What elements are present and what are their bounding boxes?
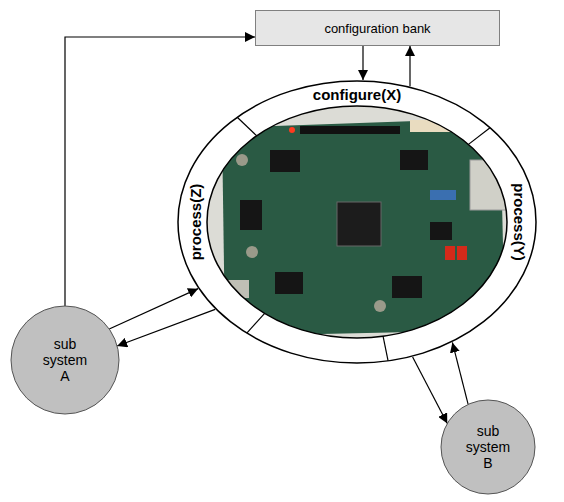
- chip: [275, 272, 303, 294]
- seven-segment-display: [457, 246, 467, 260]
- arrow-connector: [409, 46, 410, 86]
- arrow-connector: [117, 309, 215, 346]
- outer-ellipse: [178, 81, 536, 363]
- photo-group: [200, 100, 520, 345]
- capacitor: [236, 154, 248, 166]
- band-slot: process(Y): [510, 183, 527, 261]
- arrow-connector: [452, 342, 468, 404]
- arrow-connector: [413, 357, 448, 423]
- segment-divider: [468, 128, 490, 145]
- circle-shape: [441, 400, 535, 494]
- dip-switch: [430, 190, 456, 200]
- status-led: [289, 127, 295, 133]
- photo-background: [200, 100, 520, 345]
- chip: [270, 150, 300, 172]
- band-slot: process(Z): [187, 184, 204, 261]
- seven-segment-display: [445, 246, 455, 260]
- subsystem-circle: sub system B: [440, 399, 536, 495]
- fpga-chip: [337, 202, 381, 246]
- chip: [430, 222, 452, 240]
- pin-header: [300, 126, 400, 134]
- band-label: process(Z): [187, 184, 204, 261]
- ribbon-connector: [410, 120, 460, 132]
- subsystem-circle: sub system A: [10, 305, 120, 415]
- circuit-board: [222, 118, 505, 336]
- circle-shape: [11, 306, 119, 414]
- segment-divider: [383, 336, 388, 361]
- ring-outline: [177, 80, 537, 364]
- arrow-connector: [362, 46, 363, 80]
- chip: [400, 150, 428, 170]
- arrow-connector: [65, 37, 255, 306]
- box-label: configuration bank: [324, 21, 430, 36]
- segment-divider: [247, 313, 265, 333]
- band-slot: configure(X): [313, 86, 401, 103]
- segment-divider: [237, 117, 256, 136]
- chip: [240, 200, 262, 230]
- capacitor: [246, 246, 258, 258]
- inner-ellipse: [207, 106, 507, 338]
- circle-label: sub system A: [39, 336, 91, 384]
- band-label: process(Y): [510, 183, 527, 261]
- chip: [392, 276, 422, 298]
- storage-box: configuration bank: [255, 10, 500, 46]
- band-label: configure(X): [313, 86, 401, 103]
- arrow-connector: [109, 289, 198, 329]
- circle-label: sub system B: [462, 423, 514, 471]
- ring-band: configure(X) process(Z) process(Y): [177, 80, 537, 364]
- capacitor: [374, 300, 386, 312]
